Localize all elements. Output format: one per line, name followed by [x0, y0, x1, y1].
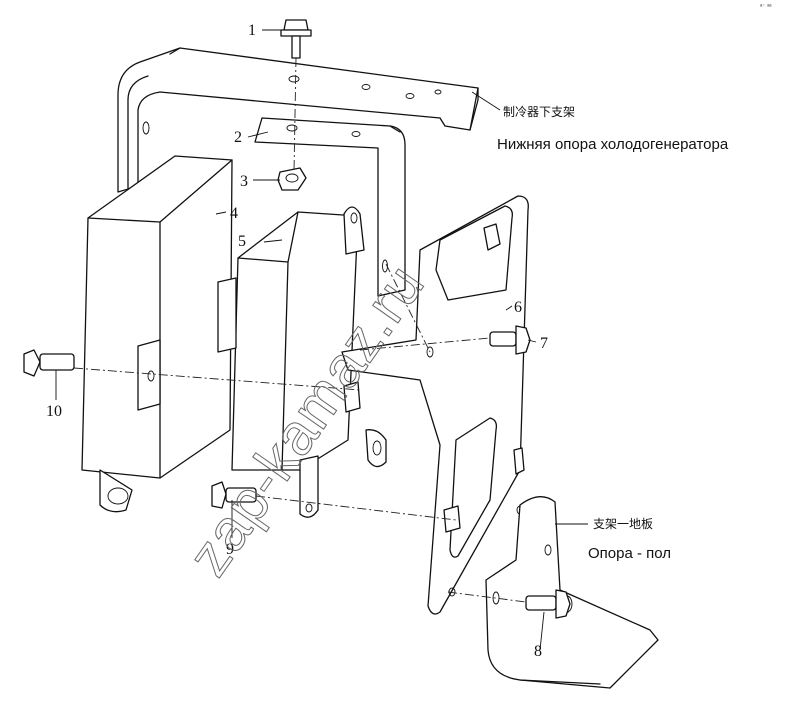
bolt-7 [489, 325, 531, 355]
bolt-9 [211, 481, 257, 509]
part-number-1: 1 [248, 22, 256, 39]
part-number-8: 8 [534, 643, 542, 660]
floor-label-ru: Опора - пол [588, 545, 671, 562]
part-number-6: 6 [514, 299, 522, 316]
part-number-7: 7 [540, 335, 548, 352]
upper-bracket [117, 47, 479, 193]
part-number-5: 5 [238, 233, 246, 250]
assembly-axes [73, 57, 527, 603]
leader-lines [55, 29, 588, 651]
bracket-label-cn: 制冷器下支架 [503, 105, 575, 119]
floor-label-cn: 支架一地板 [593, 517, 653, 531]
part-number-10: 10 [46, 403, 62, 420]
bolt-10 [23, 349, 75, 377]
controller-box [81, 155, 233, 513]
part-numbers: 1 2 3 4 5 6 7 8 9 10 [46, 22, 548, 660]
mounting-panel [341, 195, 529, 615]
part-number-3: 3 [240, 173, 248, 190]
part-number-2: 2 [234, 129, 242, 146]
bolt-8 [525, 589, 571, 619]
bracket-label-ru: Нижняя опора холодогенератора [497, 136, 729, 153]
module-unit [217, 206, 387, 518]
part-number-4: 4 [230, 205, 238, 222]
bolt-1 [280, 19, 312, 59]
part-number-9: 9 [226, 541, 234, 558]
nut-3 [277, 167, 307, 191]
corner-mark: ᵃ⁻ ᵃᵃ [760, 4, 772, 10]
